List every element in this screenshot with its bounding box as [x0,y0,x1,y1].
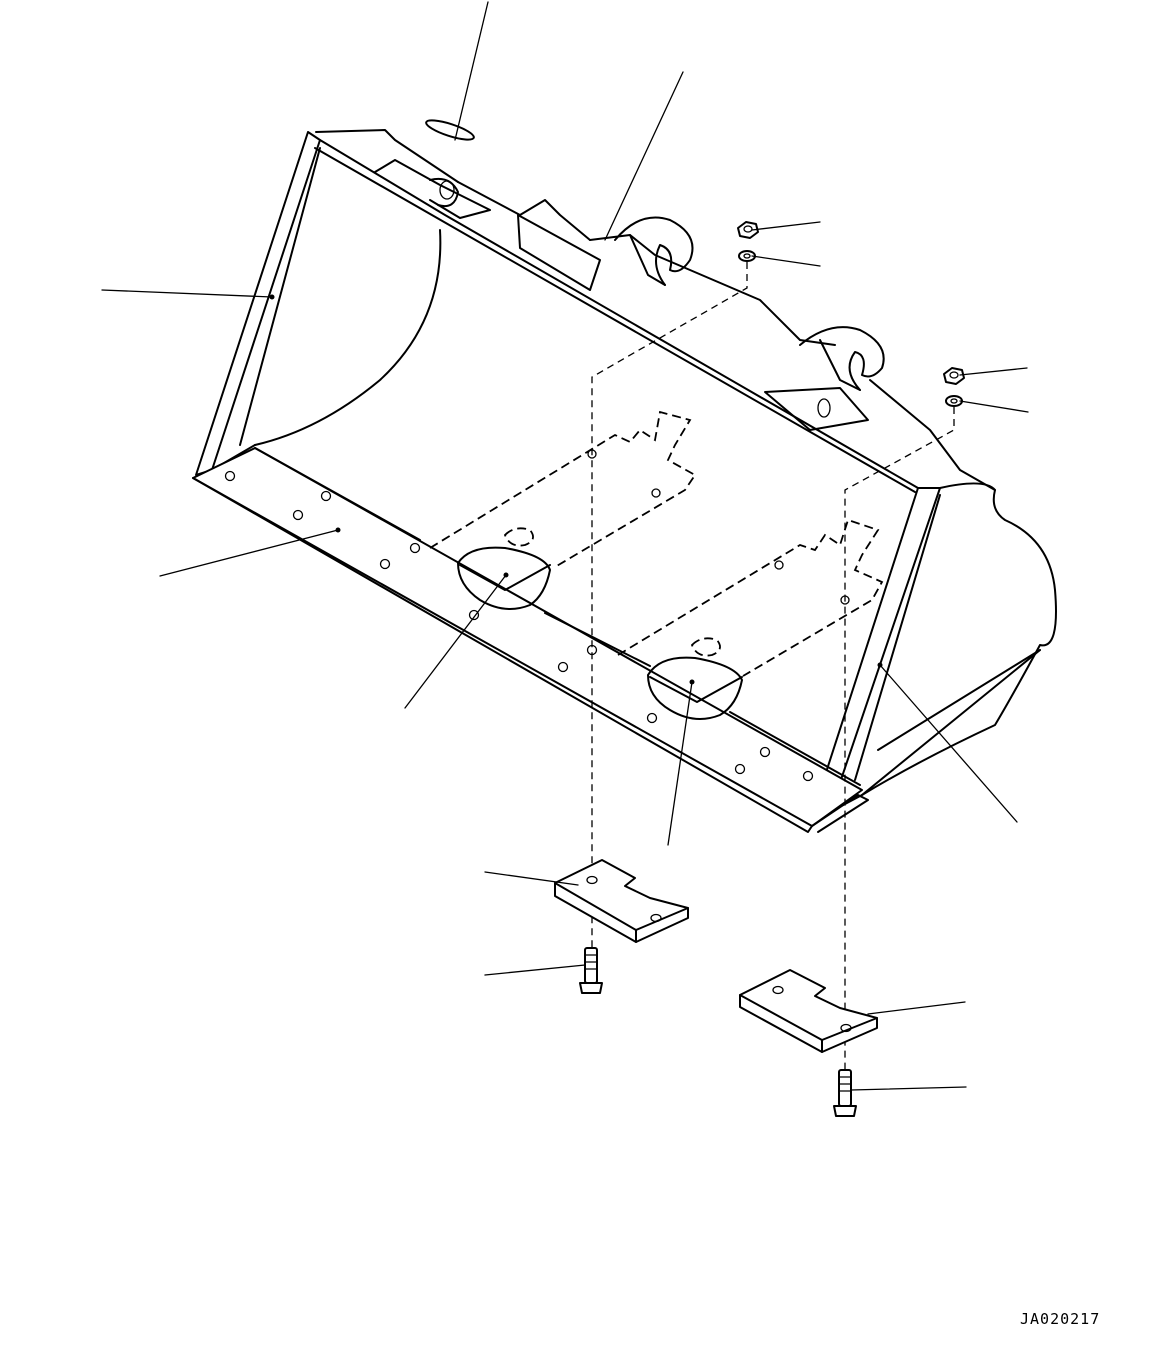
leader-plate-right [867,1001,966,1015]
shim-plate [425,119,475,141]
leader-wear-plate-right [667,681,693,846]
hidden-plate-left [429,410,697,568]
leader-washer-lower [959,400,1029,413]
leader-side-plate-right [879,664,1018,823]
bucket-assembly [192,119,1057,833]
leader-nut-upper [751,221,821,231]
leader-side-plate-left [101,289,273,298]
hidden-plate-right [617,518,884,677]
leader-washer-upper [751,255,821,267]
leader-wear-plate-left [404,574,507,709]
nut-lower [943,367,965,385]
leader-shim [454,1,489,141]
leader-bolt-left [484,964,586,976]
left-hinge-bracket [374,159,601,291]
leader-bolt-right [850,1086,967,1091]
leader-lines [101,1,1029,1091]
bolt-right [833,1069,857,1117]
bolt-left [579,947,603,994]
mounting-plate-right [739,969,878,1053]
nut-upper [737,221,759,239]
assembly-centerlines [591,262,955,1115]
hinge-hook-lower [764,326,885,431]
leader-hinge [604,71,684,241]
drawing-code: JA020217 [1020,1310,1101,1328]
hinge-hook-upper [614,216,694,286]
leader-nut-lower [959,367,1028,376]
leader-plate-left [484,871,579,886]
leader-cutting-edge [159,529,339,577]
mounting-plate-left [554,859,689,943]
